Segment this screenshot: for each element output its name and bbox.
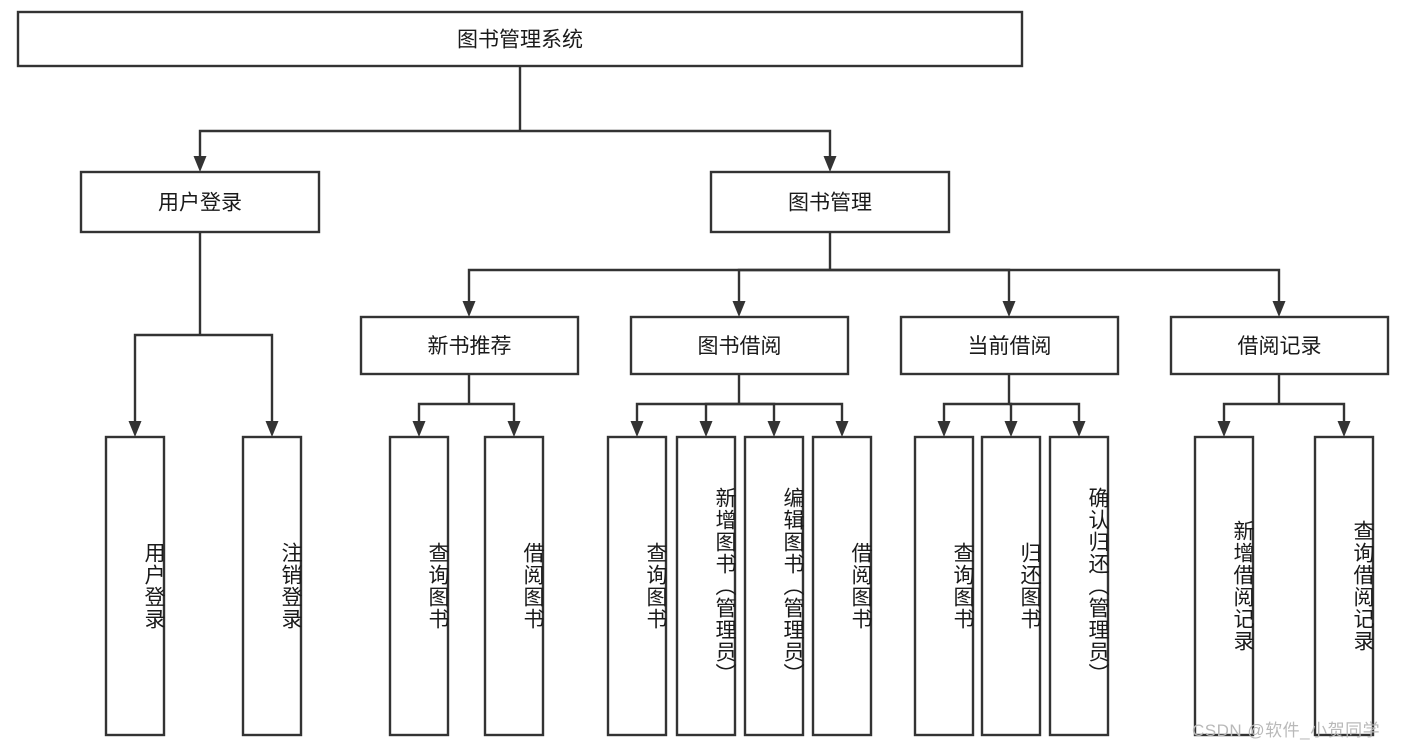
edge-arrowhead-icon [630, 421, 644, 437]
edge-arrowhead-icon [1217, 421, 1231, 437]
level3-node-1-box [629, 315, 850, 376]
edge-arrowhead-icon [767, 421, 781, 437]
edge-connector [200, 333, 274, 421]
edge-connector [1009, 402, 1081, 421]
level3-node-2-box [899, 315, 1120, 376]
edge-arrowhead-icon [699, 421, 713, 437]
edge-connector [198, 129, 520, 156]
level3-node-1-label: 图书借阅 [698, 335, 782, 358]
edge-connector [1222, 402, 1279, 421]
edge-arrowhead-icon [1004, 421, 1018, 437]
leaf-node-10-box [1048, 435, 1110, 737]
edge-connector [467, 268, 830, 301]
leaf-node-4-box [606, 435, 668, 737]
edge-connector [737, 268, 830, 301]
edge-arrowhead-icon [412, 421, 426, 437]
level3-node-0-label: 新书推荐 [428, 335, 512, 358]
leaf-node-12-box [1313, 435, 1375, 737]
edge-connector [635, 402, 739, 421]
root-node-box [16, 10, 1024, 68]
level3-node-0-box [359, 315, 580, 376]
leaf-node-3-box [483, 435, 545, 737]
edge-connector [520, 129, 832, 156]
leaf-node-5-box [675, 435, 737, 737]
leaf-node-11-box [1193, 435, 1255, 737]
level2-node-0-label: 用户登录 [158, 192, 242, 215]
level2-node-1-label: 图书管理 [788, 192, 872, 215]
edge-arrowhead-icon [462, 301, 476, 317]
edge-connector [942, 402, 1009, 421]
leaf-node-6-box [743, 435, 805, 737]
edge-arrowhead-icon [823, 156, 837, 172]
edge-arrowhead-icon [1337, 421, 1351, 437]
edge-connector [133, 333, 200, 421]
edge-arrowhead-icon [193, 156, 207, 172]
leaf-node-8-box [913, 435, 975, 737]
leaf-node-9-box [980, 435, 1042, 737]
level3-node-3-box [1169, 315, 1390, 376]
edge-connector [830, 268, 1011, 301]
edge-arrowhead-icon [1272, 301, 1286, 317]
edge-connector [739, 402, 776, 421]
edge-arrowhead-icon [835, 421, 849, 437]
level3-node-3-label: 借阅记录 [1238, 335, 1322, 358]
level2-node-0-box [79, 170, 321, 234]
level3-node-2-label: 当前借阅 [968, 335, 1052, 358]
root-node-label: 图书管理系统 [457, 29, 583, 52]
edge-connector [1009, 402, 1013, 421]
edge-arrowhead-icon [507, 421, 521, 437]
edge-arrowhead-icon [1002, 301, 1016, 317]
level2-node-1-box [709, 170, 951, 234]
leaf-node-0-box [104, 435, 166, 737]
edge-connector [1279, 402, 1346, 421]
edge-arrowhead-icon [937, 421, 951, 437]
leaf-node-2-box [388, 435, 450, 737]
edge-arrowhead-icon [1072, 421, 1086, 437]
boxes-layer [16, 10, 1390, 737]
edge-connector [417, 402, 469, 421]
edge-connector [704, 402, 739, 421]
leaf-node-7-box [811, 435, 873, 737]
edge-arrowhead-icon [265, 421, 279, 437]
csdn-watermark: CSDN @软件_小贺同学 [1192, 721, 1381, 740]
edge-arrowhead-icon [732, 301, 746, 317]
edge-connector [830, 268, 1281, 301]
edge-arrowhead-icon [128, 421, 142, 437]
edge-connector [469, 402, 516, 421]
edge-connector [739, 402, 844, 421]
edges-layer [128, 66, 1351, 437]
leaf-node-1-box [241, 435, 303, 737]
